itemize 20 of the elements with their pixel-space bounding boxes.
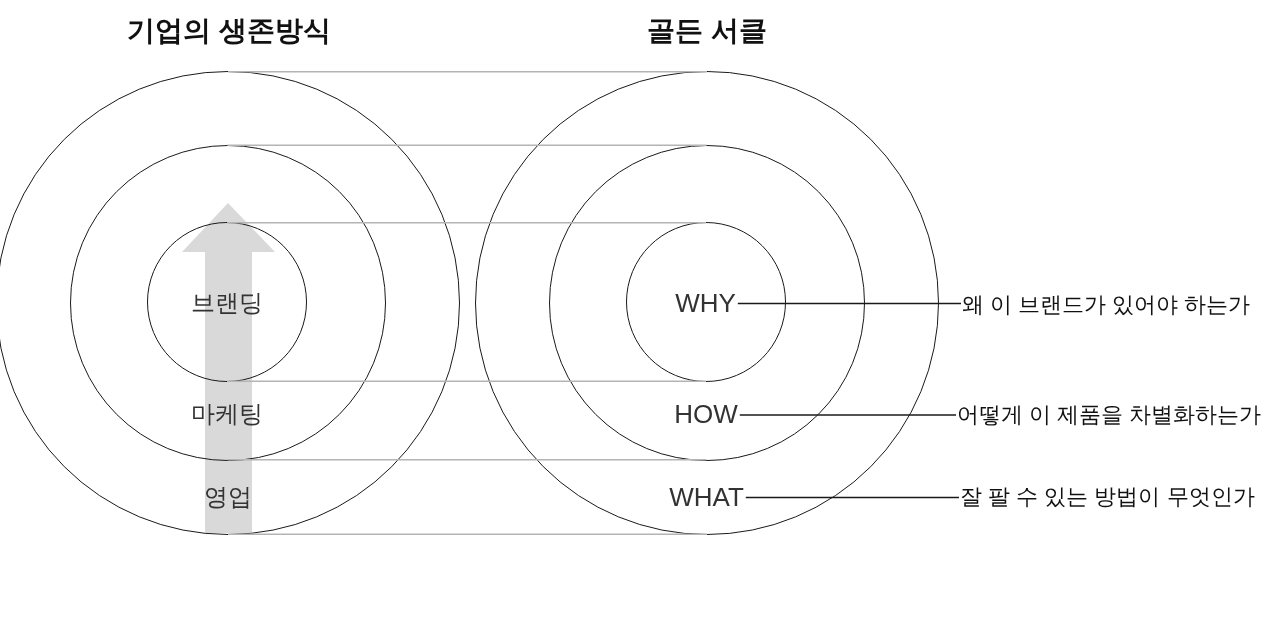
guide-line: [227, 533, 708, 535]
description-text: 어떻게 이 제품을 차별화하는가: [957, 402, 1262, 428]
heading: 골든 서클: [647, 14, 767, 48]
heading: 기업의 생존방식: [127, 14, 331, 48]
leader-line: [739, 414, 957, 416]
keyword-label: HOW: [674, 400, 738, 430]
leader-line: [745, 496, 960, 499]
level-label: 영업: [203, 482, 252, 511]
guide-line: [226, 222, 707, 224]
guide-line: [227, 71, 708, 73]
guide-line: [226, 380, 707, 382]
keyword-label: WHAT: [669, 482, 744, 513]
guide-line: [226, 144, 708, 146]
leader-line: [737, 302, 962, 305]
description-text: 왜 이 브랜드가 있어야 하는가: [962, 292, 1251, 318]
keyword-label: WHY: [675, 288, 736, 319]
level-label: 브랜딩: [190, 288, 263, 317]
guide-line: [226, 459, 708, 461]
level-label: 마케팅: [191, 400, 263, 428]
description-text: 잘 팔 수 있는 방법이 무엇인가: [960, 484, 1255, 510]
